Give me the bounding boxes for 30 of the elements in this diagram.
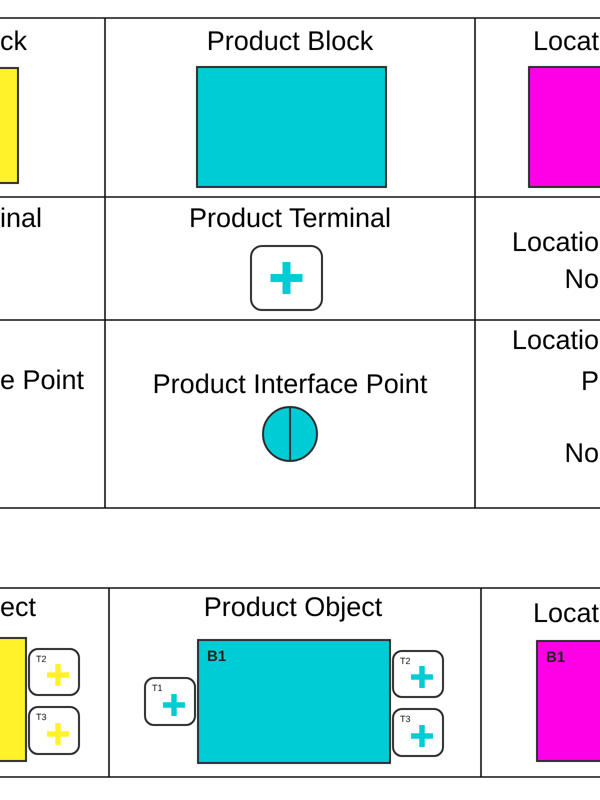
terminal-box	[392, 650, 444, 698]
block-box	[536, 640, 600, 762]
cell-text: Locatio No	[510, 226, 599, 296]
cell-text: Product Block	[206, 25, 374, 57]
cell-text: Locat	[532, 25, 599, 57]
cell-text: ck	[0, 25, 27, 57]
terminal-label: T2	[36, 654, 47, 664]
cell-text: e Point	[0, 364, 84, 396]
block-box	[0, 637, 27, 762]
terminal-label: T2	[400, 656, 411, 666]
cell-text: Product Object	[204, 591, 382, 623]
block-box	[196, 66, 387, 188]
terminal-label: T1	[152, 683, 163, 693]
block-box	[197, 639, 391, 764]
terminal-label: T3	[400, 714, 411, 724]
terminal-box	[28, 648, 80, 696]
block-label: B1	[207, 649, 226, 665]
cell-text: Locatio P No	[512, 324, 599, 469]
cell-text: inal	[0, 202, 42, 234]
block-box	[0, 67, 19, 184]
cell-text: Locat	[532, 597, 599, 629]
cell-text: Product Interface Point	[152, 368, 428, 400]
terminal-label: T3	[36, 712, 47, 722]
cell-text: ect	[0, 591, 36, 623]
terminal-box	[392, 708, 444, 757]
cell-text: Product Terminal	[188, 202, 392, 234]
terminal-box	[28, 706, 80, 755]
block-label: B1	[546, 650, 566, 666]
terminal-box	[144, 677, 196, 726]
block-box	[528, 66, 600, 188]
